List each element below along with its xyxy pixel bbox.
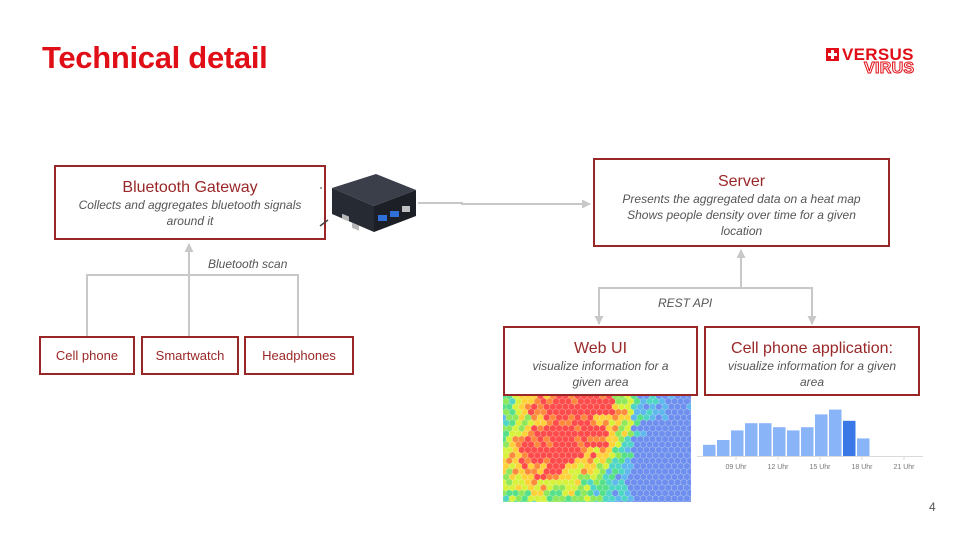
page-number: 4 — [929, 500, 936, 514]
server-box: Server Presents the aggregated data on a… — [593, 158, 890, 247]
label-rest-api: REST API — [658, 296, 713, 310]
server-line-1: Presents the aggregated data on a heat m… — [622, 192, 861, 206]
gateway-heading: Bluetooth Gateway — [122, 179, 258, 196]
swiss-cross-icon — [826, 48, 839, 61]
device-smartwatch: Smartwatch — [141, 336, 239, 375]
histogram-bar — [717, 440, 730, 456]
mobile-app-heading: Cell phone application: — [731, 340, 893, 357]
line-devices-bus — [86, 274, 299, 337]
histogram-bar — [843, 420, 856, 456]
device-headphones: Headphones — [244, 336, 354, 375]
raspberry-pi-gateway-device — [319, 174, 416, 232]
histogram-bar — [773, 427, 786, 456]
web-ui-box: Web UI visualize information for a given… — [503, 326, 698, 396]
histogram-bar — [829, 409, 842, 456]
histogram-bar — [745, 423, 758, 456]
mobile-app-box: Cell phone application: visualize inform… — [704, 326, 920, 396]
histogram-tick-label: 09 Uhr — [725, 464, 747, 471]
histogram-bar — [731, 430, 744, 456]
histogram-bar — [815, 414, 828, 456]
web-ui-heading: Web UI — [573, 340, 628, 357]
histogram-bar — [857, 438, 870, 456]
histogram-tick-label: 18 Uhr — [851, 464, 873, 471]
versus-virus-logo: VERSUS VIRUS — [826, 45, 922, 80]
bluetooth-gateway-box: Bluetooth Gateway Collects and aggregate… — [54, 165, 326, 240]
device-label: Headphones — [262, 348, 336, 363]
heatmap-image — [503, 396, 691, 502]
label-bluetooth-scan: Bluetooth scan — [208, 257, 288, 271]
mobile-app-description: visualize information for a given area — [727, 359, 897, 389]
logo-text-versus: VERSUS — [842, 45, 914, 64]
people-density-histogram: 09 Uhr 12 Uhr 15 Uhr 18 Uhr 21 Uhr — [697, 409, 923, 471]
line-server-to-clients-bus — [598, 287, 813, 324]
histogram-bar — [787, 430, 800, 456]
device-label: Smartwatch — [155, 348, 225, 363]
histogram-bar — [703, 444, 716, 456]
histogram-tick-label: 21 Uhr — [893, 464, 915, 471]
slide-title: Technical detail — [42, 40, 268, 75]
gateway-description: Collects and aggregates bluetooth signal… — [78, 198, 302, 228]
server-heading: Server — [717, 173, 766, 190]
histogram-bar — [759, 423, 772, 456]
histogram-tick-label: 12 Uhr — [767, 464, 789, 471]
server-line-2: Shows people density over time for a giv… — [627, 208, 856, 238]
device-cell-phone: Cell phone — [39, 336, 135, 375]
histogram-tick-label: 15 Uhr — [809, 464, 831, 471]
web-ui-description: visualize information for a given area — [532, 359, 669, 389]
histogram-bar — [801, 427, 814, 456]
logo-text-virus: VIRUS — [863, 60, 915, 78]
line-gateway-to-server — [418, 199, 591, 209]
device-label: Cell phone — [55, 348, 119, 363]
